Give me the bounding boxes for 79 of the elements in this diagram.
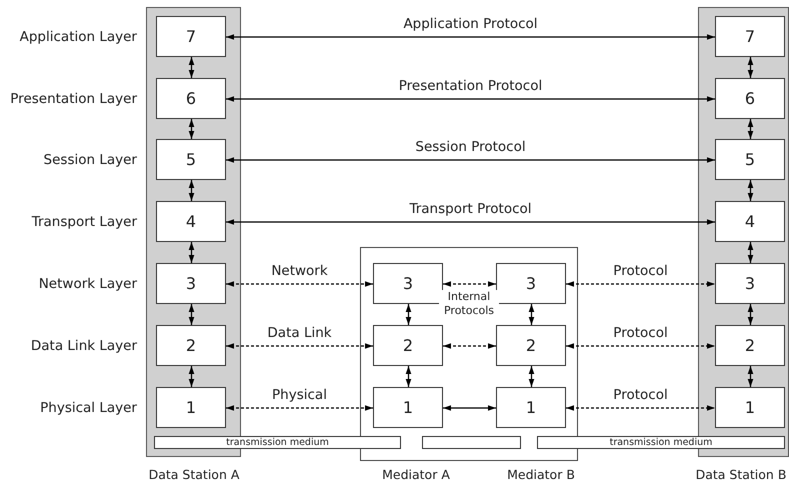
layer-name: Application Layer <box>20 28 137 44</box>
arrow <box>188 119 194 139</box>
layer-number: 4 <box>744 212 756 231</box>
arrow <box>226 405 373 411</box>
layer-number: 2 <box>744 336 756 355</box>
layer-box <box>373 325 443 366</box>
layer-name: Session Layer <box>44 152 137 168</box>
layer-number: 2 <box>186 336 196 355</box>
arrow <box>566 343 715 349</box>
layer-box <box>496 263 566 304</box>
transmission-bar <box>154 436 401 449</box>
layer-box <box>715 139 785 180</box>
station-label: Data Station A <box>148 467 240 482</box>
arrow <box>406 366 412 387</box>
layer-box <box>715 78 785 119</box>
layer-number: 3 <box>526 274 536 293</box>
layer-number: 2 <box>526 336 536 355</box>
layer-number: 3 <box>744 274 756 293</box>
layer-box <box>715 387 785 428</box>
arrow <box>748 180 754 201</box>
transmission-bar <box>537 436 785 449</box>
layer-name: Data Link Layer <box>30 338 137 354</box>
arrow <box>406 304 412 325</box>
arrow <box>748 57 754 78</box>
arrow <box>226 281 373 287</box>
layer-box <box>496 325 566 366</box>
layer-box <box>373 387 443 428</box>
edge-label: Physical <box>270 387 329 403</box>
layer-box <box>715 16 785 57</box>
layer-number: 6 <box>744 89 756 108</box>
layer-number: 5 <box>744 150 756 169</box>
arrow <box>566 405 715 411</box>
arrow <box>188 242 194 263</box>
bar-label: transmission medium <box>226 438 329 448</box>
arrow <box>528 304 534 325</box>
layer-number: 1 <box>402 398 414 417</box>
arrow <box>188 304 194 325</box>
layer-name: Network Layer <box>38 276 137 292</box>
arrow <box>748 242 754 263</box>
bar-label: transmission medium <box>610 438 712 448</box>
layer-number: 1 <box>186 398 196 417</box>
layer-number: 5 <box>186 150 196 169</box>
layer-number: 3 <box>402 274 414 293</box>
arrow <box>226 34 715 40</box>
arrow <box>226 343 373 349</box>
layer-box <box>715 201 785 242</box>
arrow <box>188 57 194 78</box>
layer-box <box>715 325 785 366</box>
layer-number: 6 <box>186 89 196 108</box>
layer-number: 7 <box>186 27 196 46</box>
layer-box <box>715 263 785 304</box>
arrow <box>443 281 496 287</box>
layer-number: 2 <box>402 336 414 355</box>
layer-number: 4 <box>186 212 196 231</box>
station-label: Data Station B <box>696 467 786 482</box>
arrow <box>748 304 754 325</box>
transmission-bar <box>422 436 521 449</box>
arrow <box>566 281 715 287</box>
layer-box <box>373 263 443 304</box>
arrow <box>528 366 534 387</box>
arrow <box>188 366 194 387</box>
arrow <box>226 157 715 163</box>
arrow <box>443 343 496 349</box>
mediator-label: Mediator B <box>507 467 575 482</box>
layer-number: 1 <box>744 398 756 417</box>
layer-name: Transport Layer <box>32 214 137 230</box>
arrow <box>443 405 496 411</box>
arrow <box>188 180 194 201</box>
arrow <box>226 96 715 102</box>
layer-name: Presentation Layer <box>10 90 137 106</box>
layer-box <box>496 387 566 428</box>
arrow <box>748 119 754 139</box>
arrow <box>748 366 754 387</box>
arrow <box>226 219 715 225</box>
layer-number: 1 <box>526 398 536 417</box>
layer-number: 7 <box>744 27 756 46</box>
layer-name: Physical Layer <box>40 400 137 416</box>
layer-number: 3 <box>186 274 196 293</box>
mediator-label: Mediator A <box>382 467 450 482</box>
